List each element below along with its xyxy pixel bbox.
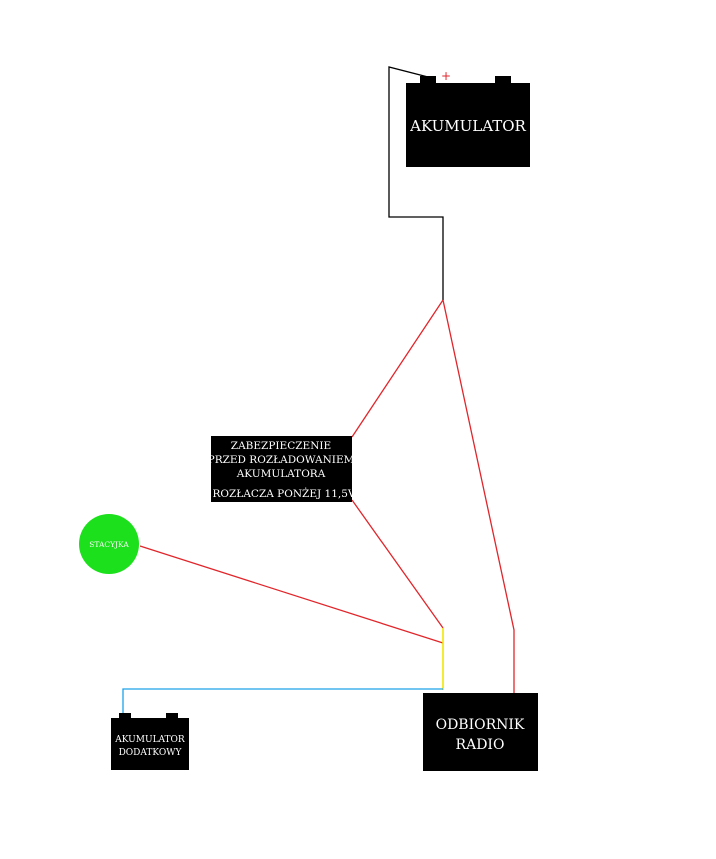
wire-red-ignition: [139, 545, 444, 644]
protection-line-1: ZABEZPIECZENIE: [231, 440, 331, 452]
aux-battery-terminal-left: [119, 713, 131, 719]
ignition-label: STACYJKA: [89, 540, 129, 549]
radio-line-2: RADIO: [456, 737, 505, 753]
aux-battery-terminal-right: [166, 713, 178, 719]
main-battery-label: AKUMULATOR: [409, 117, 526, 135]
wire-red-protection-out: [351, 499, 444, 629]
ignition-circle: [79, 514, 139, 574]
protection-line-2: PRZED ROZŁADOWANIEM: [208, 454, 355, 466]
protection-line-4: ROZŁACZA PONŻEJ 11,5V: [213, 486, 356, 500]
main-battery-terminal-plus: [420, 76, 436, 84]
main-battery: + AKUMULATOR: [406, 69, 530, 167]
ignition-switch: STACYJKA: [79, 514, 139, 574]
main-battery-terminal-minus: [495, 76, 511, 84]
aux-battery: AKUMULATOR DODATKOWY: [111, 713, 189, 770]
wire-blue-aux-battery: [122, 688, 443, 716]
radio-body: [423, 693, 538, 771]
protection-line-3: AKUMULATORA: [236, 468, 326, 480]
radio-receiver: ODBIORNIK RADIO: [423, 693, 538, 771]
aux-battery-line-1: AKUMULATOR: [114, 735, 185, 745]
main-battery-plus-sign: +: [441, 69, 451, 83]
wire-red-to-radio: [442, 299, 515, 695]
protection-module-body: [211, 436, 352, 502]
radio-line-1: ODBIORNIK: [436, 717, 525, 733]
aux-battery-line-2: DODATKOWY: [119, 748, 183, 758]
wire-red-to-protection: [351, 299, 444, 438]
aux-battery-body: [111, 718, 189, 770]
protection-module: ZABEZPIECZENIE PRZED ROZŁADOWANIEM AKUMU…: [208, 436, 356, 502]
wire-black-battery-plus: [388, 66, 444, 300]
main-battery-body: [406, 83, 530, 167]
